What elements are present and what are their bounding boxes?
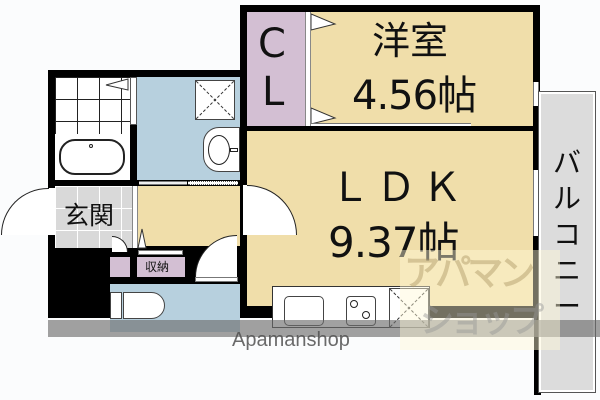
bath-wall-stub (130, 125, 137, 180)
closet-door-strip (305, 12, 311, 126)
western-room-name: 洋室 (372, 19, 449, 63)
window-western (533, 82, 539, 106)
entrance-door (48, 188, 55, 235)
ldk-door (240, 185, 247, 235)
storage-door-strip (138, 250, 183, 255)
balcony-label: バルコニー (552, 146, 581, 323)
entrance-step (132, 186, 138, 248)
closet-label-c: C (258, 21, 286, 67)
ldk-size: 9.37帖 (328, 218, 460, 267)
washroom-door-2 (188, 181, 238, 185)
western-room-size: 4.56帖 (352, 73, 477, 119)
toilet-bowl (123, 292, 165, 319)
washing-machine-space (195, 80, 235, 120)
storage-door-icon (137, 228, 147, 249)
storage (137, 257, 185, 277)
toilet-tank (110, 292, 122, 319)
watermark-logo-line1: アパマン (404, 253, 535, 294)
closet-cl (247, 12, 305, 126)
hallway (138, 186, 240, 246)
storage-small (110, 257, 130, 277)
entrance-label: 玄関 (64, 201, 115, 230)
bath-partition (130, 77, 137, 125)
bath-door-icon (105, 78, 129, 91)
washroom-door (139, 181, 187, 185)
wall-balcony-left (534, 240, 541, 395)
window-ldk (533, 170, 539, 236)
closet-door-icon-2 (311, 13, 337, 125)
watermark-text: Apamanshop (232, 329, 350, 351)
bathtub (55, 134, 130, 180)
watermark-light-box (400, 250, 560, 350)
storage-label: 収納 (145, 260, 170, 274)
closet-label-l: L (262, 69, 285, 115)
western-room (311, 12, 533, 126)
watermark-band (48, 320, 600, 337)
entrance-door-swing (1, 188, 49, 235)
wash-basin (203, 127, 240, 172)
toilet-door (195, 277, 238, 282)
ldk-name: ＬＤＫ (330, 165, 468, 211)
ldk-room (247, 131, 533, 306)
balcony (538, 91, 596, 393)
watermark-logo-line2: ショップ (420, 301, 544, 341)
